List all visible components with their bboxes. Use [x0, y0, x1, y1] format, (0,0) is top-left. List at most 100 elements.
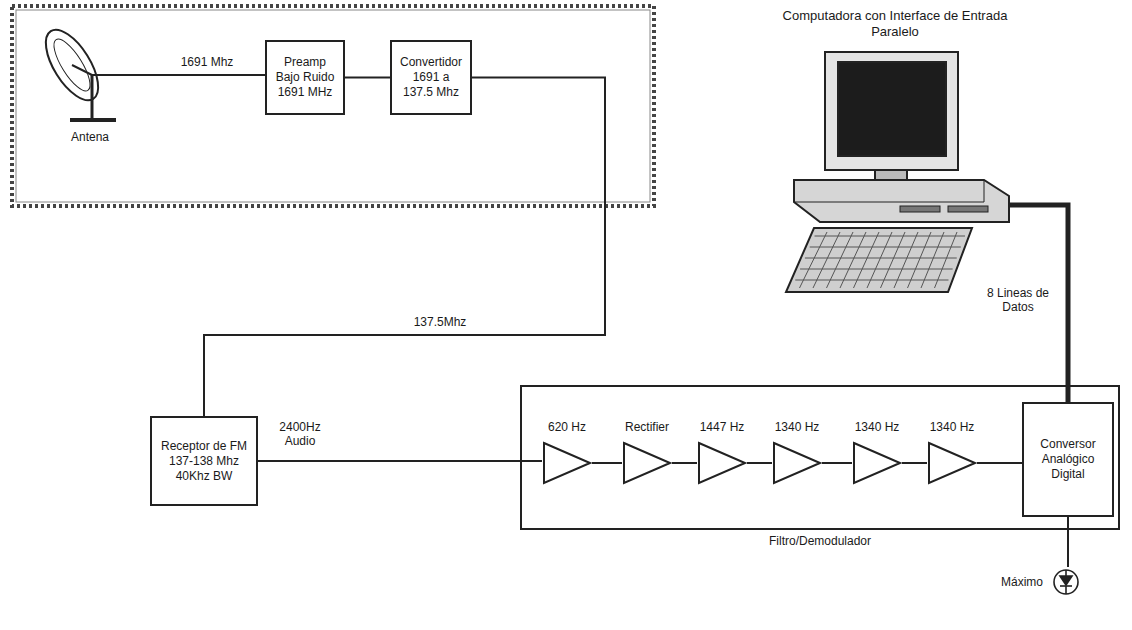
- computer-illustration-part: [921, 232, 944, 288]
- connector-label: 137.5Mhz: [412, 314, 469, 330]
- node-text: 1340 Hz: [855, 417, 900, 437]
- connector-line: [258, 460, 542, 462]
- dashed-enclosure-inner: [16, 10, 650, 202]
- amplifier-symbol-part: [929, 443, 975, 483]
- node-text: Conversor Analógico Digital: [1029, 437, 1107, 482]
- computer-illustration-part: [900, 206, 940, 212]
- node-text: Computadora con Interface de Entrada Par…: [780, 8, 1010, 46]
- node-text: Antena: [71, 130, 109, 145]
- connector-line: [977, 462, 1022, 464]
- antenna-dish-part: [70, 118, 116, 122]
- connector-line: [204, 78, 605, 417]
- antenna-dish-part: [72, 65, 92, 75]
- computer-illustration-part: [786, 228, 972, 292]
- group-box: Filtro/Demodulador620 HzRectifier1447 Hz…: [520, 385, 1120, 530]
- computer: Computadora con Interface de Entrada Par…: [780, 8, 1010, 300]
- amplifier-stage: 1340 Hz: [927, 417, 977, 487]
- antenna-dish-part: [92, 74, 150, 76]
- amplifier-symbol: [927, 441, 977, 485]
- amplifier-stage: 1340 Hz: [852, 417, 902, 487]
- connector-line: [747, 462, 772, 464]
- antenna: Antena: [30, 20, 150, 170]
- connector-line: [1067, 517, 1069, 567]
- node-text: 137-138 Mhz: [169, 454, 239, 469]
- node-text: 1447 Hz: [700, 417, 745, 437]
- computer-illustration-part: [813, 232, 840, 288]
- connector-line: [345, 77, 390, 79]
- amplifier-symbol-part: [699, 443, 745, 483]
- connector-line: [592, 462, 622, 464]
- amplifier-stage: Rectifier: [622, 417, 672, 487]
- antenna-dish-part: [48, 34, 97, 95]
- computer-illustration-part: [794, 180, 1009, 222]
- computer-illustration-part: [795, 232, 965, 288]
- amplifier-symbol: [697, 441, 747, 485]
- process-box: Convertidor1691 a 137.5 Mhz: [390, 40, 472, 115]
- antenna-dish-part: [91, 75, 94, 120]
- computer-illustration-part: [948, 206, 988, 212]
- computer-illustration-part: [908, 232, 932, 288]
- computer-illustration-part: [840, 232, 866, 288]
- computer-illustration-part: [825, 52, 958, 170]
- connector-line: [822, 462, 852, 464]
- computer-illustration-part: [786, 52, 1009, 292]
- amplifier-symbol: [542, 441, 592, 485]
- node-text: 1691 MHz: [278, 85, 333, 100]
- node-text: 1340 Hz: [775, 417, 820, 437]
- process-box: Preamp Bajo Ruido1691 MHz: [265, 40, 345, 115]
- computer-illustration-part: [838, 62, 946, 156]
- node-text: Convertidor: [400, 55, 462, 70]
- amplifier-stage: 1447 Hz: [697, 417, 747, 487]
- node-text: Receptor de FM: [161, 439, 247, 454]
- led-indicator: Máximo: [985, 565, 1095, 599]
- amplifier-stage: 1340 Hz: [772, 417, 822, 487]
- led-symbol-part: [1065, 586, 1067, 594]
- node-text: 1340 Hz: [930, 417, 975, 437]
- node-text: 1691 a 137.5 Mhz: [397, 70, 465, 100]
- amplifier-stage: 620 Hz: [542, 417, 592, 487]
- amplifier-symbol: [772, 441, 822, 485]
- process-box: Conversor Analógico Digital: [1022, 402, 1114, 517]
- amplifier-symbol-part: [854, 443, 900, 483]
- node-text: Filtro/Demodulador: [522, 534, 1118, 549]
- connector-label: 8 Lineas de Datos: [983, 285, 1053, 316]
- led-symbol-part: [1060, 576, 1072, 585]
- computer-illustration-part: [881, 232, 906, 288]
- process-box: Receptor de FM137-138 Mhz40Khz BW: [150, 416, 258, 506]
- connector-line: [672, 462, 697, 464]
- computer-illustration: [780, 48, 1010, 298]
- amplifier-symbol: [852, 441, 902, 485]
- computer-illustration-part: [800, 269, 953, 270]
- dashed-enclosure: [12, 6, 654, 206]
- led-symbol-part: [1054, 570, 1078, 594]
- antenna-dish-part: [36, 22, 150, 120]
- computer-illustration-part: [894, 232, 918, 288]
- computer-illustration-part: [935, 232, 958, 288]
- computer-illustration-part: [867, 232, 892, 288]
- amplifier-symbol: [622, 441, 672, 485]
- computer-illustration-part: [875, 170, 907, 180]
- node-text: Preamp Bajo Ruido: [272, 55, 338, 85]
- computer-illustration-part: [795, 280, 948, 281]
- node-text: Rectifier: [625, 417, 669, 437]
- connector-label: 2400Hz Audio: [270, 419, 330, 450]
- computer-illustration-part: [984, 180, 985, 202]
- led-symbol-part: [1054, 570, 1078, 594]
- node-text: Máximo: [985, 575, 1047, 590]
- amplifier-symbol-part: [624, 443, 670, 483]
- connector-label: 1691 Mhz: [179, 54, 236, 70]
- computer-illustration-part: [854, 232, 880, 288]
- led-symbol: [1051, 567, 1081, 597]
- led-symbol-part: [1065, 570, 1067, 576]
- connector-line: [150, 74, 265, 76]
- amplifier-symbol-part: [544, 443, 590, 483]
- antenna-dish-part: [36, 22, 109, 109]
- node-text: 620 Hz: [548, 417, 586, 437]
- node-text: 40Khz BW: [176, 469, 233, 484]
- amplifier-symbol-part: [774, 443, 820, 483]
- antenna-dish: [30, 20, 150, 130]
- connector-line: [902, 462, 927, 464]
- computer-illustration-part: [794, 202, 984, 203]
